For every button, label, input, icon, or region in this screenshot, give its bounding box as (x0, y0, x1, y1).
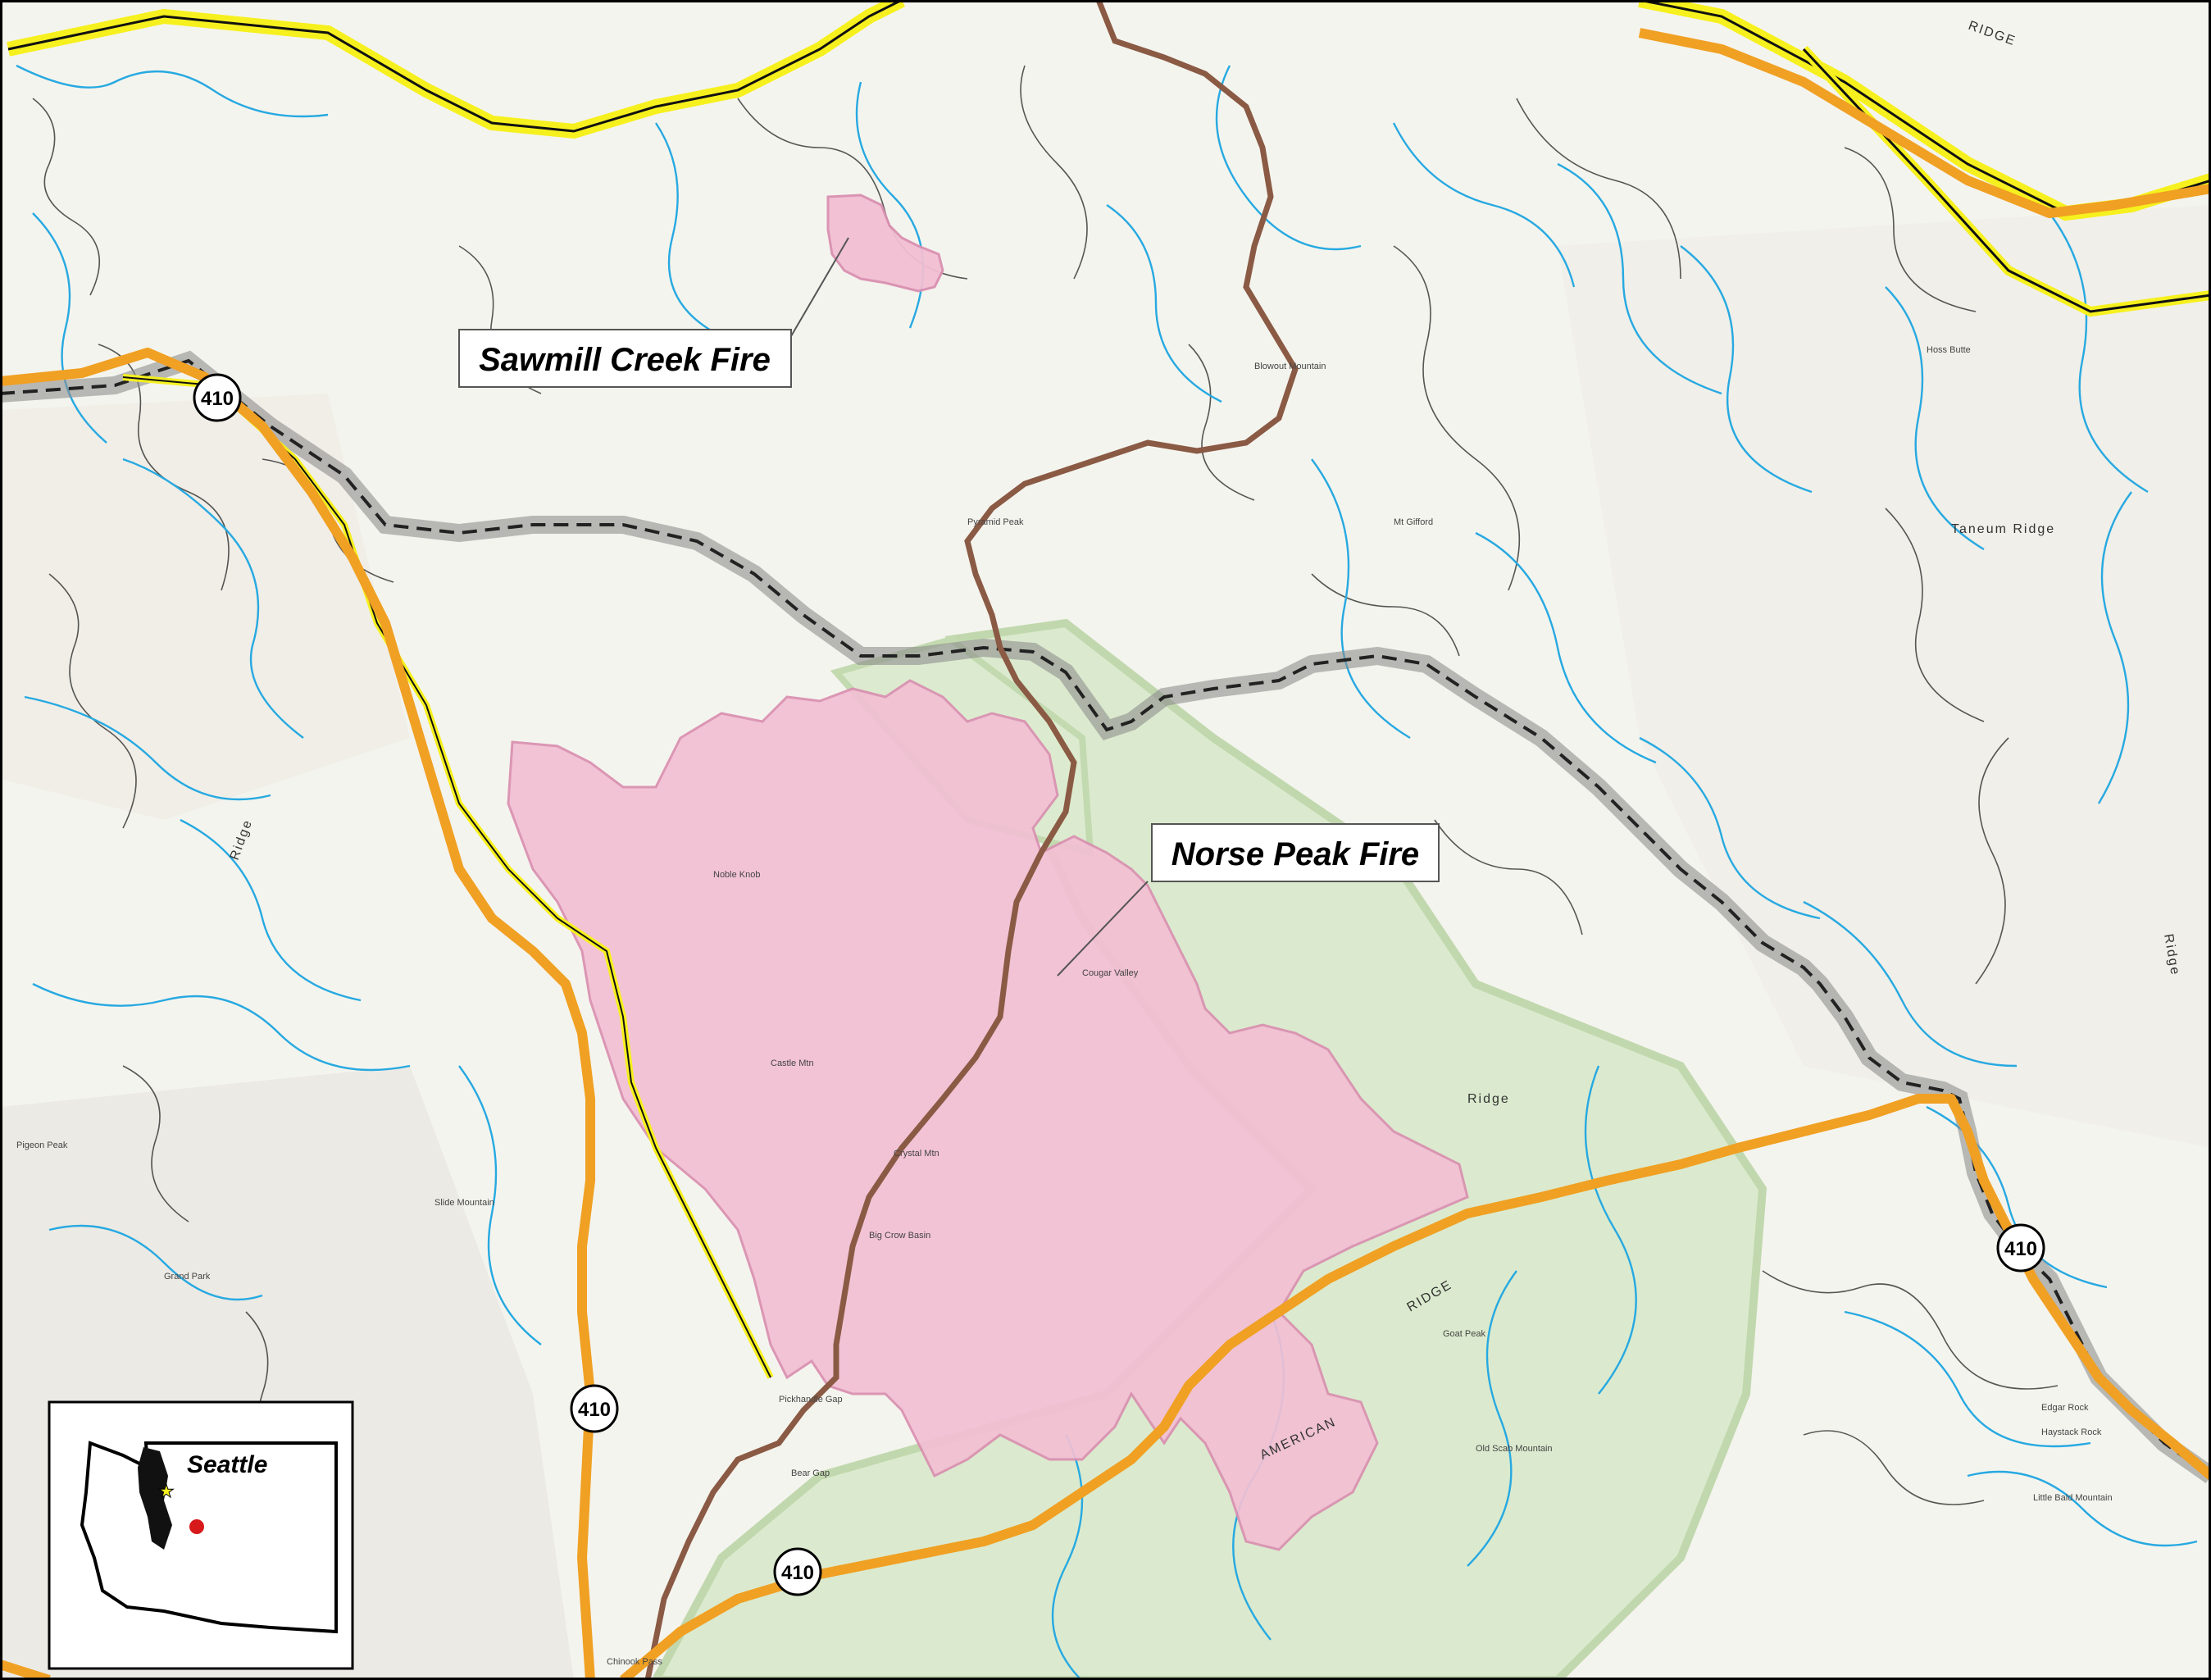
place-name: Mt Gifford (1394, 517, 1433, 527)
ridge-label: Taneum Ridge (1951, 522, 2055, 536)
place-name: Pyramid Peak (967, 517, 1024, 527)
place-name: Hoss Butte (1927, 345, 1971, 355)
svg-text:410: 410 (201, 388, 234, 410)
svg-text:410: 410 (781, 1562, 814, 1584)
highway-shield-2: 410 (570, 1384, 619, 1433)
place-name: Grand Park (164, 1272, 211, 1282)
norse-peak-fire-callout[interactable]: Norse Peak Fire (1057, 823, 1440, 977)
callout-leader (1057, 881, 1149, 977)
seattle-star-icon: ★ (158, 1482, 175, 1502)
place-name: Pickhandle Gap (779, 1395, 843, 1405)
place-name: Bear Gap (791, 1468, 830, 1478)
fire-location-dot (189, 1519, 204, 1534)
place-name: Goat Peak (1443, 1329, 1485, 1339)
place-name: Slide Mountain (434, 1198, 494, 1208)
callout-leader (790, 237, 849, 337)
puget-sound-region (138, 1447, 172, 1550)
callout-box (458, 329, 792, 388)
norse-peak-fire-label: Norse Peak Fire (1171, 836, 1419, 872)
streams (16, 64, 2198, 1680)
inset-map: ★ Seattle (48, 1400, 354, 1670)
place-name: Noble Knob (713, 870, 761, 880)
sawmill-creek-fire-perimeter[interactable] (826, 193, 944, 293)
place-name: Old Scab Mountain (1476, 1444, 1553, 1454)
svg-text:410: 410 (578, 1399, 611, 1421)
highway-shield-4: 410 (1996, 1223, 2045, 1273)
place-name: Little Bald Mountain (2033, 1493, 2113, 1503)
highway-shield-1: 410 (193, 373, 242, 422)
sawmill-creek-fire-callout[interactable]: Sawmill Creek Fire (458, 237, 849, 388)
place-name: Edgar Rock (2041, 1403, 2089, 1413)
place-name: Cougar Valley (1082, 968, 1139, 978)
ridge-label: Ridge (1467, 1092, 1510, 1106)
inset-city-label: Seattle (187, 1451, 267, 1478)
highway-shield-3: 410 (773, 1547, 822, 1596)
place-name: Castle Mtn (771, 1059, 814, 1068)
place-name: Chinook Pass (607, 1657, 662, 1667)
place-name: Pigeon Peak (16, 1140, 68, 1150)
place-names: Noble Knob Cougar Valley Castle Mtn Pick… (16, 345, 2113, 1667)
place-name: Blowout Mountain (1254, 362, 1326, 371)
callout-box (1151, 823, 1440, 882)
place-name: Big Crow Basin (869, 1231, 930, 1241)
crest-trail (644, 0, 1299, 1680)
place-name: Haystack Rock (2041, 1427, 2102, 1437)
place-name: Crystal Mtn (894, 1149, 939, 1159)
svg-text:410: 410 (2004, 1238, 2037, 1260)
sawmill-creek-fire-label: Sawmill Creek Fire (479, 342, 771, 378)
